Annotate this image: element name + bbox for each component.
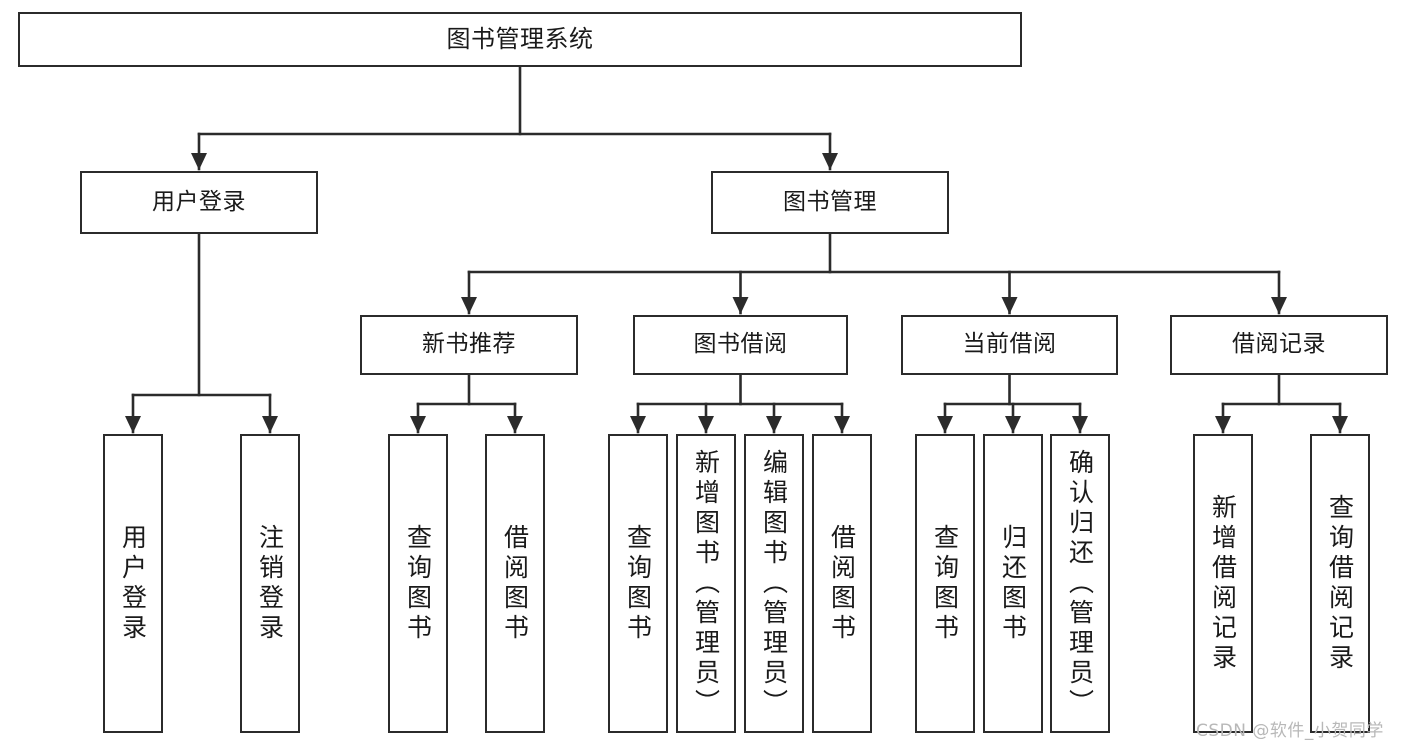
arrow-head-leaf-add-borrow-record (1215, 416, 1231, 433)
node-book-management[interactable]: 图书管理 (711, 171, 949, 234)
node-label: 查询图书 (403, 523, 433, 644)
node-label: 当前借阅 (962, 331, 1057, 358)
arrow-head-leaf-query-book-2 (630, 416, 646, 433)
node-label: 查询图书 (930, 523, 960, 644)
node-label: 图书管理 (783, 188, 877, 215)
node-leaf-query-borrow-record[interactable]: 查询借阅记录 (1310, 434, 1370, 733)
arrow-head-leaf-user-login (125, 416, 141, 433)
node-borrow-record[interactable]: 借阅记录 (1170, 315, 1388, 375)
node-leaf-logout-login[interactable]: 注销登录 (240, 434, 300, 733)
node-leaf-user-login[interactable]: 用户登录 (103, 434, 163, 733)
arrow-head-user-login (191, 153, 207, 170)
node-label: 新增借阅记录 (1208, 493, 1238, 674)
arrow-head-current-borrow (1001, 297, 1018, 314)
node-label: 归还图书 (998, 523, 1028, 644)
node-leaf-confirm-return-admin[interactable]: 确认归还（管理员） (1050, 434, 1110, 733)
node-label: 借阅图书 (827, 523, 857, 644)
node-leaf-add-borrow-record[interactable]: 新增借阅记录 (1193, 434, 1253, 733)
arrow-head-new-book-recommend (461, 297, 477, 314)
node-user-login[interactable]: 用户登录 (80, 171, 318, 234)
node-label: 借阅记录 (1232, 331, 1326, 358)
arrow-head-book-borrow (732, 297, 749, 314)
arrow-head-leaf-confirm-return-admin (1072, 416, 1088, 433)
node-label: 查询图书 (623, 523, 653, 644)
node-leaf-query-book-2[interactable]: 查询图书 (608, 434, 668, 733)
arrow-head-leaf-query-book-3 (937, 416, 953, 433)
node-leaf-borrow-book-2[interactable]: 借阅图书 (812, 434, 872, 733)
node-leaf-return-book[interactable]: 归还图书 (983, 434, 1043, 733)
arrow-head-leaf-borrow-book-2 (834, 416, 850, 433)
arrow-head-borrow-record (1271, 297, 1287, 314)
arrow-head-leaf-query-borrow-record (1332, 416, 1348, 433)
node-new-book-recommend[interactable]: 新书推荐 (360, 315, 578, 375)
arrow-head-leaf-query-book-1 (410, 416, 426, 433)
node-leaf-edit-book-admin[interactable]: 编辑图书（管理员） (744, 434, 804, 733)
node-label: 新书推荐 (422, 331, 516, 358)
node-label: 用户登录 (152, 188, 246, 215)
node-label: 用户登录 (118, 523, 148, 644)
watermark-text: CSDN @软件_小贺同学 (1196, 721, 1384, 741)
arrow-head-leaf-edit-book-admin (766, 416, 782, 433)
node-leaf-borrow-book-1[interactable]: 借阅图书 (485, 434, 545, 733)
node-label: 图书管理系统 (446, 25, 594, 54)
node-label: 编辑图书（管理员） (759, 448, 789, 719)
arrow-head-leaf-add-book-admin (698, 416, 714, 433)
node-label: 查询借阅记录 (1325, 493, 1355, 674)
arrow-head-leaf-borrow-book-1 (507, 416, 523, 433)
node-root[interactable]: 图书管理系统 (18, 12, 1022, 67)
node-leaf-add-book-admin[interactable]: 新增图书（管理员） (676, 434, 736, 733)
arrow-head-leaf-logout-login (262, 416, 278, 433)
node-label: 注销登录 (255, 523, 285, 644)
node-leaf-query-book-1[interactable]: 查询图书 (388, 434, 448, 733)
node-label: 确认归还（管理员） (1065, 448, 1095, 719)
arrow-head-book-management (822, 153, 838, 170)
node-label: 图书借阅 (693, 331, 788, 358)
node-book-borrow[interactable]: 图书借阅 (633, 315, 848, 375)
arrow-head-leaf-return-book (1005, 416, 1021, 433)
node-label: 新增图书（管理员） (691, 448, 721, 719)
node-label: 借阅图书 (500, 523, 530, 644)
node-current-borrow[interactable]: 当前借阅 (901, 315, 1118, 375)
node-leaf-query-book-3[interactable]: 查询图书 (915, 434, 975, 733)
